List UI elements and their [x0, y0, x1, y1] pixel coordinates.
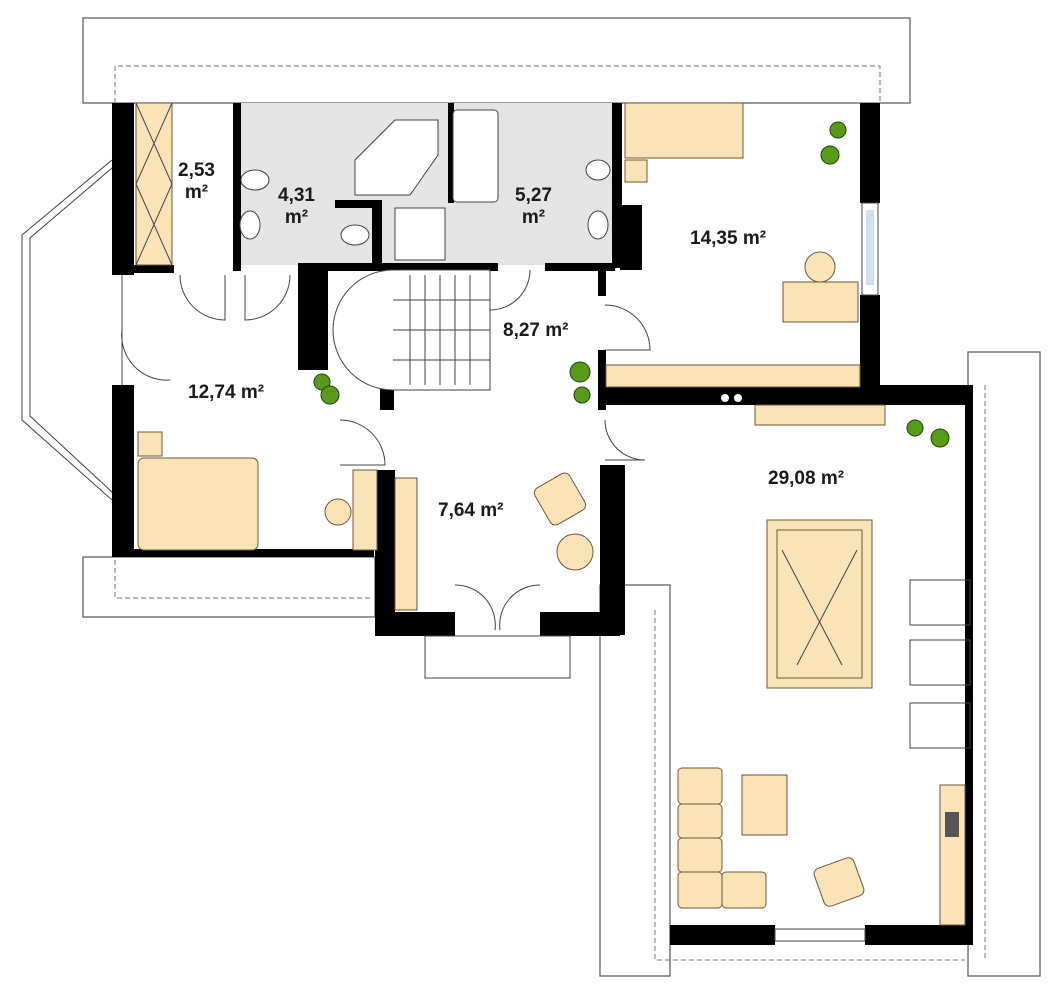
room-unit: m² — [240, 382, 265, 403]
cabinet — [394, 477, 418, 611]
room-unit: m² — [521, 207, 546, 228]
room-area: 12,74 — [188, 382, 236, 403]
wardrobe-lines — [135, 102, 173, 266]
roof-outline-left — [82, 556, 376, 618]
bay-window-inner — [29, 167, 113, 493]
nightstand — [137, 431, 163, 457]
wall-units — [909, 579, 971, 749]
toilet — [585, 159, 611, 181]
window — [774, 928, 866, 942]
shower — [394, 207, 446, 261]
desk — [782, 281, 859, 323]
tv-cabinet — [939, 784, 966, 926]
sink — [239, 210, 261, 240]
roof-outline-right — [967, 351, 1041, 977]
outlet — [734, 394, 742, 402]
roof-outline-bottom — [599, 584, 671, 977]
room-unit: m² — [184, 182, 209, 203]
room-area: 29,08 — [768, 468, 816, 489]
billiard-cues — [781, 549, 858, 666]
bay-window — [21, 159, 113, 501]
doors — [121, 269, 651, 631]
tv-icon — [945, 812, 959, 837]
outlet — [721, 394, 729, 402]
billiard-table — [766, 519, 873, 689]
chair — [804, 251, 836, 283]
nightstand — [624, 159, 648, 183]
bed — [624, 102, 744, 159]
armchair — [533, 472, 587, 526]
room-area: 7,64 — [438, 500, 475, 521]
roof-dashed-line — [114, 65, 881, 103]
room-label-hall: 8,27 m² — [503, 320, 569, 342]
bathtub — [452, 109, 499, 203]
side-table — [556, 533, 594, 571]
sink — [587, 210, 609, 240]
window-glass — [866, 210, 874, 285]
room-area: 4,31 — [278, 185, 315, 206]
room-unit: m² — [820, 468, 845, 489]
toilet — [340, 224, 370, 246]
stair-treads — [393, 275, 490, 385]
roof-dashed-lines — [114, 385, 986, 961]
billiard-felt — [776, 529, 863, 679]
room-label-bedroom-right: 14,35 m² — [690, 228, 766, 250]
room-unit: m² — [480, 500, 504, 521]
room-area: 2,53 — [178, 160, 215, 181]
room-label-recreation-room: 29,08 m² — [768, 468, 844, 490]
room-label-bedroom-left: 12,74 m² — [188, 382, 264, 404]
sofa — [677, 767, 767, 909]
desk — [352, 469, 378, 551]
corner-bathtub — [354, 119, 439, 196]
chair — [324, 498, 352, 526]
bed — [137, 457, 259, 551]
room-area: 14,35 — [690, 228, 738, 249]
roof-outline-top — [82, 17, 911, 104]
balcony — [424, 635, 571, 679]
wardrobe — [135, 102, 173, 266]
cabinet — [605, 364, 861, 388]
plant-icons — [313, 121, 950, 448]
room-area: 8,27 — [503, 320, 540, 341]
shelf — [754, 404, 886, 426]
walls — [112, 103, 973, 945]
room-area: 5,27 — [515, 185, 552, 206]
toilet — [240, 169, 270, 191]
room-unit: m² — [545, 320, 569, 341]
coffee-table — [741, 774, 788, 836]
room-label-landing: 7,64 m² — [438, 500, 504, 522]
room-unit: m² — [284, 207, 309, 228]
room-unit: m² — [742, 228, 767, 249]
armchair — [813, 857, 865, 907]
